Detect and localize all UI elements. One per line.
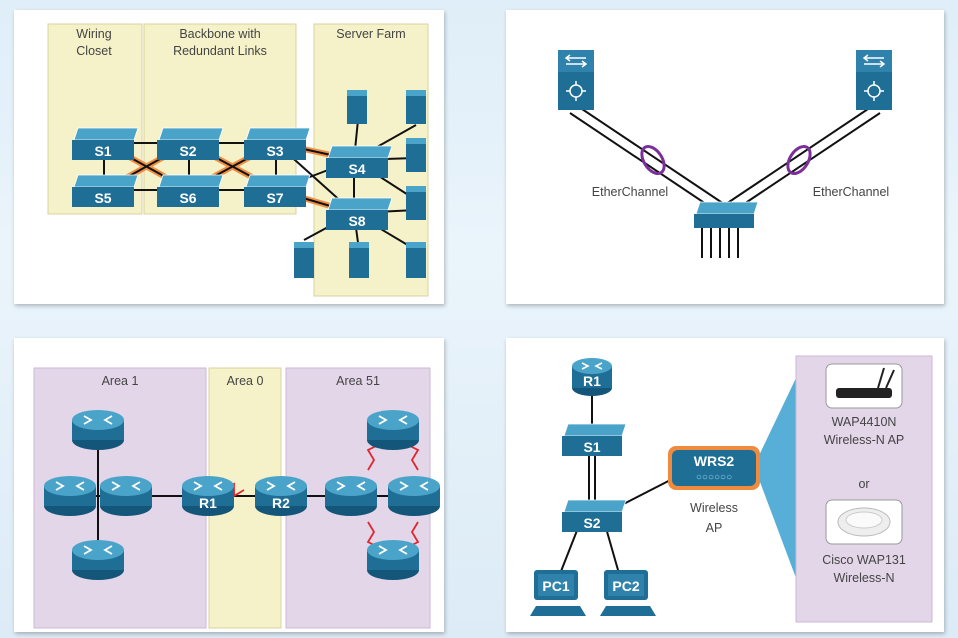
svg-text:PC2: PC2 — [612, 578, 639, 594]
switch-s7: S7 — [244, 174, 311, 207]
svg-text:S6: S6 — [179, 190, 196, 206]
router-area51-bottom — [367, 540, 419, 580]
server-icon — [406, 138, 426, 172]
server-icon — [406, 90, 426, 124]
svg-text:S1: S1 — [583, 439, 600, 455]
switch-s4: S4 — [326, 145, 393, 178]
router-area1-left — [44, 476, 96, 516]
svg-text:R1: R1 — [583, 373, 601, 389]
server-icon — [406, 186, 426, 220]
ospf-panel: Area 1 Area 0 Area 51 R1 R2 — [14, 338, 444, 632]
switch-s1: S1 — [72, 127, 139, 160]
wap4410n-image — [825, 363, 903, 409]
router-area51-top — [367, 410, 419, 450]
router-r2 — [255, 476, 307, 516]
etherchannel-diagram: EtherChannel EtherChannel — [558, 50, 892, 258]
switch-s2: S2 — [157, 127, 224, 160]
switch-s3: S3 — [244, 127, 311, 160]
server-icon — [406, 242, 426, 278]
svg-text:S2: S2 — [583, 515, 600, 531]
switch-s6: S6 — [157, 174, 224, 207]
area-51-label: Area 51 — [336, 374, 380, 388]
router-area1-top — [72, 410, 124, 450]
multilayer-switch-left — [558, 50, 594, 110]
etherchannel-ring-right — [786, 144, 812, 176]
switch-s1: S1 — [562, 423, 627, 456]
wap131-image — [825, 499, 903, 545]
pc1: PC1 — [530, 570, 586, 616]
router-area51-left — [325, 476, 377, 516]
pc2: PC2 — [600, 570, 656, 616]
wireless-router-wrs2: WRS2 ○○○○○○ — [668, 446, 760, 490]
server-icon — [347, 90, 367, 124]
etherchannel-links — [569, 104, 881, 258]
server-icon — [349, 242, 369, 278]
multilayer-switch-right — [856, 50, 892, 110]
server-icon — [294, 242, 314, 278]
servers — [294, 90, 426, 278]
etherchannel-label-left: EtherChannel — [592, 185, 668, 199]
svg-text:S3: S3 — [266, 143, 283, 159]
zone-label-server-farm: Server Farm — [336, 27, 405, 41]
svg-text:○○○○○○: ○○○○○○ — [696, 472, 732, 483]
switch-s8: S8 — [326, 197, 393, 230]
switch-s2: S2 — [562, 499, 627, 532]
svg-text:S4: S4 — [348, 161, 365, 177]
ospf-diagram: Area 1 Area 0 Area 51 R1 R2 — [33, 367, 440, 629]
etherchannel-label-right: EtherChannel — [813, 185, 889, 199]
wireless-links — [555, 388, 687, 585]
svg-text:S5: S5 — [94, 190, 111, 206]
router-r1: R1 — [572, 358, 612, 396]
etherchannel-panel: EtherChannel EtherChannel — [506, 10, 944, 304]
router-area51-right — [388, 476, 440, 516]
svg-text:WRS2: WRS2 — [694, 453, 735, 469]
access-switch — [694, 201, 759, 228]
router-r1 — [182, 476, 234, 516]
svg-text:PC1: PC1 — [542, 578, 569, 594]
router-area1-bottom — [72, 540, 124, 580]
router-area1-right — [100, 476, 152, 516]
switch-s5: S5 — [72, 174, 139, 207]
area-0-label: Area 0 — [227, 374, 264, 388]
or-label: or — [858, 477, 869, 491]
svg-text:S1: S1 — [94, 143, 111, 159]
svg-text:S2: S2 — [179, 143, 196, 159]
etherchannel-ring-left — [640, 144, 666, 176]
svg-text:S8: S8 — [348, 213, 365, 229]
router-r1-label: R1 — [199, 495, 217, 511]
area-1-label: Area 1 — [102, 374, 139, 388]
wireless-beam — [754, 378, 796, 578]
svg-text:S7: S7 — [266, 190, 283, 206]
router-r2-label: R2 — [272, 495, 290, 511]
